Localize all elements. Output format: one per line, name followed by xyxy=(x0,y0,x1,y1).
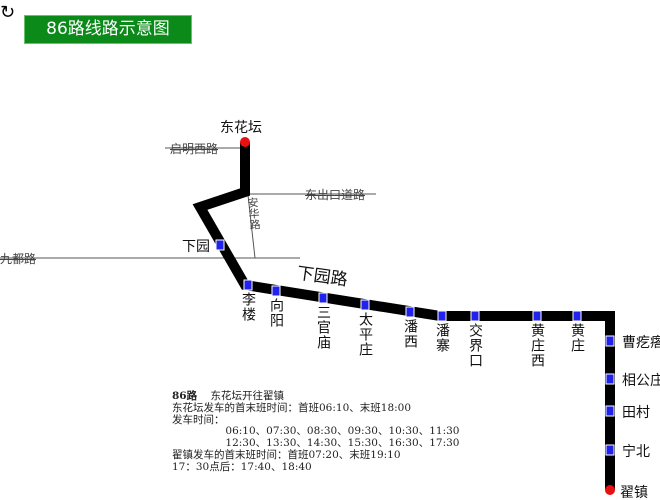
station-label: 宁北 xyxy=(622,444,650,460)
schedule-line: 12:30、13:30、14:30、15:30、16:30、17:30 xyxy=(225,437,460,450)
station-label: 李楼 xyxy=(240,292,256,322)
bus-stop-icon[interactable] xyxy=(405,306,415,318)
road-label-dongchukou: 东出口道路 xyxy=(305,188,366,202)
bus-stop-icon[interactable] xyxy=(532,310,542,322)
station-label: 下园 xyxy=(182,239,210,255)
schedule-route: 86路 xyxy=(172,390,198,402)
schedule-direction: 东花坛开往翟镇 xyxy=(210,390,284,402)
bus-stop-icon[interactable] xyxy=(605,405,615,417)
bus-stop-icon[interactable] xyxy=(572,310,582,322)
station-label: 田村 xyxy=(622,405,650,421)
terminal-end-label: 翟镇 xyxy=(620,485,648,500)
bus-stop-icon[interactable] xyxy=(605,373,615,385)
terminal-start-label: 东花坛 xyxy=(220,120,262,136)
schedule-line: 翟镇发车的首末班时间：首班07:20、末班19:10 xyxy=(172,448,401,461)
station-label: 向阳 xyxy=(268,298,284,328)
bus-stop-icon[interactable] xyxy=(360,299,370,311)
road-label-jiudu: 九都路 xyxy=(0,252,37,266)
road-line-anhua xyxy=(247,194,256,259)
road-label-qiming: 启明西路 xyxy=(170,142,219,156)
schedule-line: 17：30点后：17:40、18:40 xyxy=(172,460,312,473)
road-label-anhua: 安华路 xyxy=(245,196,262,231)
station-label: 黄庄 xyxy=(569,323,585,353)
station-label: 潘西 xyxy=(402,319,418,349)
schedule-line: 06:10、07:30、08:30、09:30、10:30、11:30 xyxy=(225,425,460,438)
bus-stop-icon[interactable] xyxy=(243,279,253,291)
rotate-arrow-icon[interactable]: ↻ xyxy=(0,2,16,23)
station-label: 曹疙瘩 xyxy=(622,335,660,351)
bus-stop-icon[interactable] xyxy=(470,310,480,322)
schedule-line: 东花坛发车的首末班时间：首班06:10、末班18:00 xyxy=(172,401,412,414)
terminal-stop-icon[interactable] xyxy=(240,137,250,147)
terminal-stop-icon[interactable] xyxy=(605,485,615,495)
schedule-line: 发车时间： xyxy=(172,413,225,426)
station-label: 太平庄 xyxy=(357,312,373,357)
schedule-info: 86路 东花坛开往翟镇 东花坛发车的首末班时间：首班06:10、末班18:00 … xyxy=(172,390,460,474)
bus-stop-icon[interactable] xyxy=(318,292,328,304)
map-title: 86路线路示意图 xyxy=(24,15,192,44)
station-label: 相公庄 xyxy=(622,373,660,389)
bus-stop-icon[interactable] xyxy=(271,285,281,297)
station-label: 三官庙 xyxy=(315,305,331,350)
station-label: 潘寨 xyxy=(434,323,450,353)
station-label: 黄庄西 xyxy=(529,323,545,368)
bus-stop-icon[interactable] xyxy=(605,444,615,456)
station-label: 交界口 xyxy=(467,323,483,368)
bus-stop-icon[interactable] xyxy=(605,335,615,347)
bus-stop-icon[interactable] xyxy=(215,239,225,251)
bus-stop-icon[interactable] xyxy=(437,310,447,322)
